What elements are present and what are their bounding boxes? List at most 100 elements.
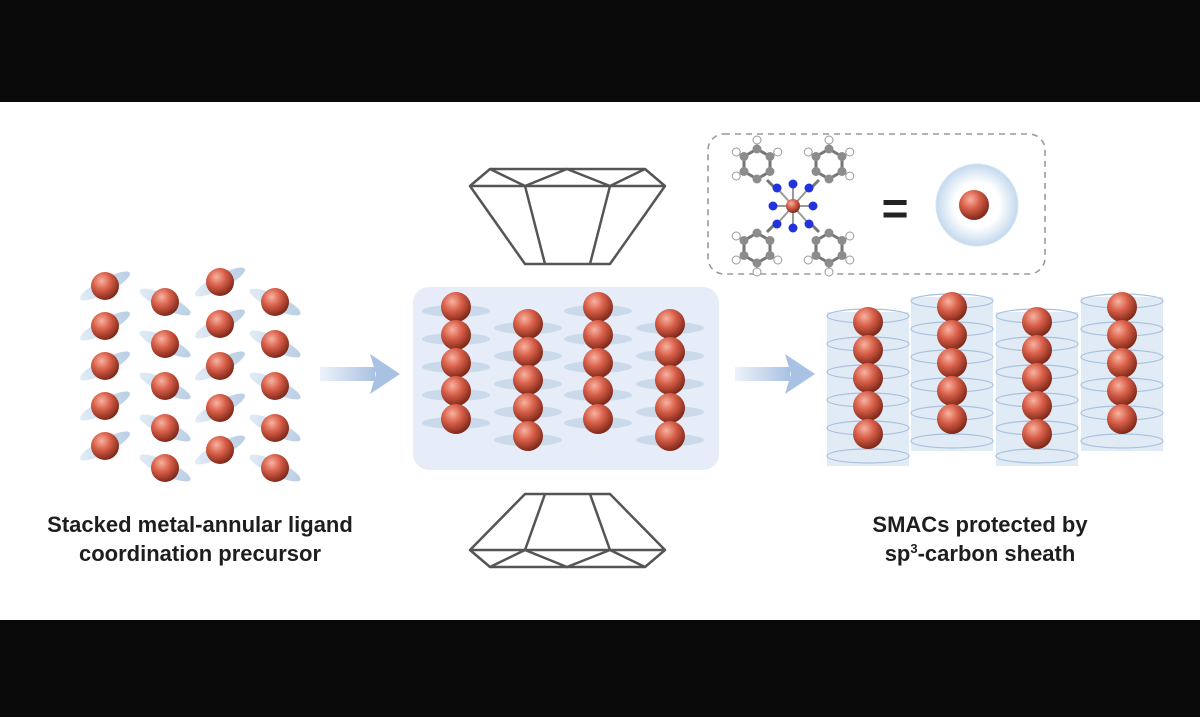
ligand-atom-unit	[195, 267, 245, 297]
metal-atom-icon	[853, 363, 883, 393]
metal-atom-icon	[1022, 363, 1052, 393]
carbon-atom	[752, 258, 762, 268]
ligand-atom-unit	[139, 414, 191, 442]
carbon-atom	[837, 152, 847, 161]
carbon-atom	[739, 236, 749, 245]
metal-atom-icon	[655, 393, 685, 423]
metal-atom-icon	[513, 337, 543, 367]
carbon-atom	[811, 152, 821, 161]
hydrogen-atom	[731, 255, 741, 265]
ligand-atom-unit	[195, 435, 245, 465]
metal-atom-icon	[206, 352, 234, 380]
metal-atom-icon	[937, 376, 967, 406]
atom-chain	[564, 292, 632, 434]
nitrogen-atom	[768, 201, 778, 211]
metal-atom-icon	[261, 372, 289, 400]
metal-atom-icon	[151, 372, 179, 400]
nitrogen-atom	[788, 179, 798, 189]
metal-atom-icon	[261, 414, 289, 442]
arrow-right-icon	[735, 354, 815, 394]
ligand-atom-unit	[139, 288, 191, 316]
carbon-atom	[837, 236, 847, 245]
metal-atom-icon	[853, 419, 883, 449]
nitrogen-atom	[808, 201, 818, 211]
hydrogen-atom	[803, 147, 813, 157]
nitrogen-atom	[804, 219, 814, 229]
carbon-atom	[824, 174, 834, 184]
metal-atom-icon	[1022, 419, 1052, 449]
carbon-atom	[811, 251, 821, 260]
metal-atom-icon	[513, 365, 543, 395]
hydrogen-atom	[824, 267, 834, 277]
compressed-atom-chains	[422, 292, 704, 451]
metal-atom-icon	[513, 309, 543, 339]
metal-atom-icon	[513, 393, 543, 423]
hydrogen-atom	[752, 135, 762, 145]
metal-atom-icon	[91, 352, 119, 380]
hydrogen-atom	[803, 255, 813, 265]
metal-center-atom	[786, 199, 800, 213]
ligand-atom-unit	[80, 271, 130, 301]
hydrogen-atom	[773, 147, 783, 157]
smac-caption-line2-suffix: -carbon sheath	[917, 541, 1076, 566]
carbon-atom	[765, 152, 775, 161]
metal-phthalocyanine-icon	[731, 135, 855, 277]
carbon-atom	[739, 251, 749, 260]
ligand-atom-unit	[80, 311, 130, 341]
ligand-atom-unit	[249, 372, 301, 400]
stacked-precursor-array	[80, 267, 301, 482]
ligand-atom-unit	[195, 351, 245, 381]
hydrogen-atom	[731, 147, 741, 157]
atom-chain	[422, 292, 490, 434]
equals-sign: =	[882, 182, 909, 234]
precursor-caption-line1: Stacked metal-annular ligand	[47, 512, 353, 537]
metal-atom-icon	[853, 307, 883, 337]
hydrogen-atom	[773, 255, 783, 265]
smac-pillar	[1080, 292, 1164, 451]
metal-atom-icon	[261, 288, 289, 316]
metal-atom-icon	[1022, 335, 1052, 365]
metal-atom-icon	[1107, 404, 1137, 434]
hydrogen-atom	[824, 135, 834, 145]
carbon-atom	[837, 167, 847, 176]
smac-pillar	[826, 307, 910, 466]
metal-atom-icon	[655, 337, 685, 367]
metal-atom-icon	[655, 421, 685, 451]
metal-atom-icon	[206, 268, 234, 296]
ligand-atom-unit	[139, 372, 191, 400]
carbon-atom	[837, 251, 847, 260]
precursor-caption-line2: coordination precursor	[78, 541, 322, 566]
metal-atom-icon	[91, 272, 119, 300]
metal-atom-icon	[655, 365, 685, 395]
atom-chain	[494, 309, 562, 451]
nitrogen-atom	[788, 223, 798, 233]
metal-atom-icon	[937, 292, 967, 322]
ligand-atom-unit	[249, 330, 301, 358]
metal-atom-icon	[937, 404, 967, 434]
metal-atom-icon	[441, 348, 471, 378]
metal-atom-icon	[206, 394, 234, 422]
smac-caption: SMACs protected by sp3-carbon sheath	[800, 510, 1160, 568]
ligand-atom-unit	[249, 288, 301, 316]
metal-atom-icon	[441, 404, 471, 434]
carbon-atom	[752, 174, 762, 184]
smac-pillar	[910, 292, 994, 451]
figure-panel: = Stacked metal-annular ligand coordinat…	[0, 102, 1200, 620]
metal-atom-icon	[261, 454, 289, 482]
metal-atom-icon	[91, 432, 119, 460]
metal-atom-icon	[583, 404, 613, 434]
metal-atom-icon	[91, 392, 119, 420]
carbon-atom	[824, 228, 834, 238]
carbon-atom	[824, 258, 834, 268]
diamond-anvil-bottom-icon	[468, 492, 667, 569]
nitrogen-atom	[772, 219, 782, 229]
atom-chain	[636, 309, 704, 451]
metal-atom-icon	[261, 330, 289, 358]
ligand-atom-unit	[195, 309, 245, 339]
hydrogen-atom	[752, 267, 762, 277]
metal-atom-icon	[1022, 307, 1052, 337]
metal-atom-icon	[151, 454, 179, 482]
hydrogen-atom	[731, 171, 741, 181]
hydrogen-atom	[845, 171, 855, 181]
metal-atom-icon	[151, 288, 179, 316]
